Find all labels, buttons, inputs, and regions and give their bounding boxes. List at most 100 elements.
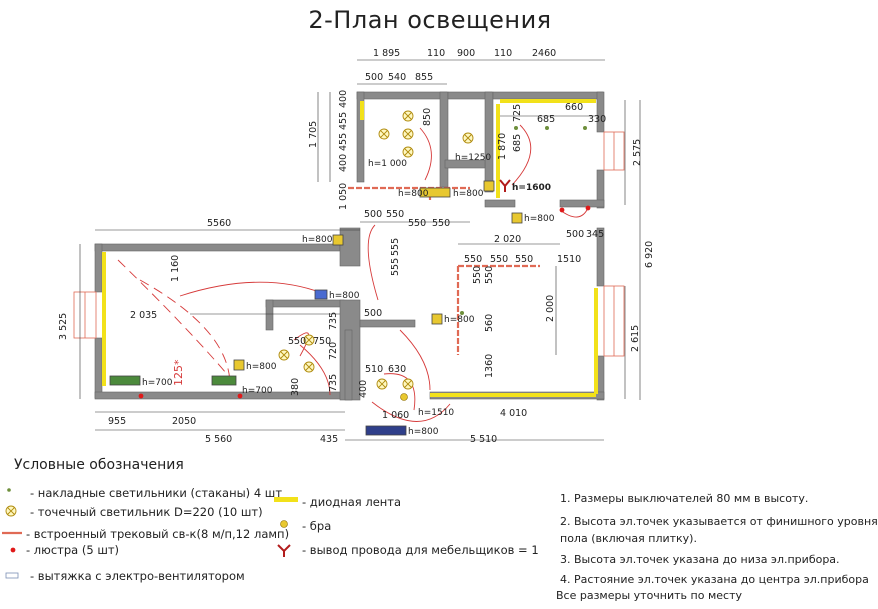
walls [94, 91, 605, 401]
height-label: h=800 [329, 291, 360, 301]
dim-685: 685 [537, 114, 555, 125]
dim-1705: 1 705 [308, 121, 319, 148]
note-1: 1. Размеры выключателей 80 мм в высоту. [560, 492, 809, 505]
sconce-icon [400, 393, 408, 401]
floor-plan: 1 895 110 900 110 2460 500 540 855 400 4… [58, 48, 655, 445]
dim-1895: 1 895 [373, 48, 400, 59]
height-label: h=800 [444, 315, 475, 325]
dim-900: 900 [457, 48, 475, 59]
dim-855: 855 [415, 72, 433, 83]
windows [73, 131, 625, 357]
legend-symbols [2, 488, 22, 579]
surface-light-icon [7, 488, 11, 492]
height-label: h=800 [453, 189, 484, 199]
dim-5510: 5 510 [470, 434, 497, 445]
dim-1060: 1 060 [382, 410, 409, 421]
legend-symbols-2 [274, 497, 298, 557]
legend-item-track: - встроенный трековый св-к(8 м/п,12 ламп… [26, 527, 290, 541]
dim-1160: 1 160 [170, 255, 181, 282]
dim-455b: 455 [338, 133, 349, 151]
dim-110a: 110 [427, 48, 445, 59]
dim-455a: 455 [338, 112, 349, 130]
dim-560: 560 [484, 314, 495, 332]
legend-item-wire: - вывод провода для мебельщиков = 1 [302, 543, 539, 557]
legend-item-spot: - точечный светильник D=220 (10 шт) [30, 505, 263, 519]
height-label: h=800 [408, 427, 439, 437]
legend-item-chandelier: - люстра (5 шт) [26, 543, 120, 557]
dim-955: 955 [108, 416, 126, 427]
dim-400: 400 [358, 380, 369, 398]
dim-630: 630 [388, 364, 406, 375]
dim-735a: 735 [328, 312, 339, 330]
legend-item-sconce: - бра [302, 519, 332, 533]
note-5: Все размеры уточнить по месту [556, 589, 742, 602]
sconce-icon [280, 520, 288, 528]
wiring [117, 124, 589, 422]
dim-2020: 2 020 [494, 234, 521, 245]
led-strips [102, 99, 598, 397]
note-3: 3. Высота эл.точек указана до низа эл.пр… [560, 553, 840, 566]
dim-2050: 2050 [172, 416, 196, 427]
spot-lights [278, 110, 474, 390]
dim-550i: 550 [288, 336, 306, 347]
dim-435: 435 [320, 434, 338, 445]
spot-light-icon [5, 505, 17, 517]
dim-5560-bottom: 5 560 [205, 434, 232, 445]
dim-330: 330 [588, 114, 606, 125]
dim-500-top: 500 [365, 72, 383, 83]
height-label: h=1 000 [368, 159, 407, 169]
dim-540: 540 [388, 72, 406, 83]
dim-5560-top: 5560 [207, 218, 231, 229]
dim-345: 345 [586, 229, 604, 240]
dim-2575: 2 575 [632, 139, 643, 166]
dim-660: 660 [565, 102, 583, 113]
dim-110b: 110 [494, 48, 512, 59]
dim-750: 750 [313, 336, 331, 347]
dim-850: 850 [422, 108, 433, 126]
dim-685v: 685 [512, 134, 523, 152]
legend-title: Условные обозначения [14, 457, 184, 473]
surface-lights [460, 126, 587, 315]
dim-550e: 550 [490, 254, 508, 265]
dim-550a: 550 [386, 209, 404, 220]
page-title: 2-План освещения [308, 6, 552, 34]
height-label: h=1600 [512, 183, 551, 193]
dim-725: 725 [512, 104, 523, 122]
dim-555b: 555 [390, 258, 401, 276]
furniture-wire-output-icon [499, 179, 511, 192]
dim-500b: 500 [566, 229, 584, 240]
legend-item-led: - диодная лента [302, 495, 402, 509]
dim-6920: 6 920 [644, 241, 655, 268]
dim-720: 720 [328, 342, 339, 360]
wire-output-icon [277, 544, 291, 557]
note-4: 4. Растояние эл.точек указана до центра … [560, 573, 869, 586]
led-strip-icon [274, 497, 298, 502]
dim-550g: 550 [472, 266, 483, 284]
dim-4010: 4 010 [500, 408, 527, 419]
dim-3525: 3 525 [58, 313, 69, 340]
dim-500a: 500 [364, 209, 382, 220]
dim-1360: 1360 [484, 354, 495, 378]
dim-550c: 550 [432, 218, 450, 229]
legend-item-surface: - накладные светильники (стаканы) 4 шт [30, 486, 283, 500]
dim-500c: 500 [364, 308, 382, 319]
height-label: h=800 [302, 235, 333, 245]
height-label: h=700 [142, 378, 173, 388]
switches [109, 180, 523, 436]
height-label: h=1510 [418, 408, 454, 418]
dim-1510: 1510 [557, 254, 581, 265]
dim-550d: 550 [464, 254, 482, 265]
dim-380: 380 [290, 378, 301, 396]
dim-510: 510 [365, 364, 383, 375]
dim-735b: 735 [328, 374, 339, 392]
chandelier-icon [10, 547, 16, 553]
note-2: 2. Высота эл.точек указывается от финишн… [560, 515, 878, 528]
dim-125: 125* [172, 359, 185, 386]
dim-550b: 550 [408, 218, 426, 229]
height-label: h=800 [246, 362, 277, 372]
height-label: h=700 [242, 386, 273, 396]
dim-2035: 2 035 [130, 310, 157, 321]
note-2-cont: пола (включая плитку). [560, 532, 697, 545]
height-label: h=1250 [455, 153, 491, 163]
dim-1870: 1 870 [497, 133, 508, 160]
